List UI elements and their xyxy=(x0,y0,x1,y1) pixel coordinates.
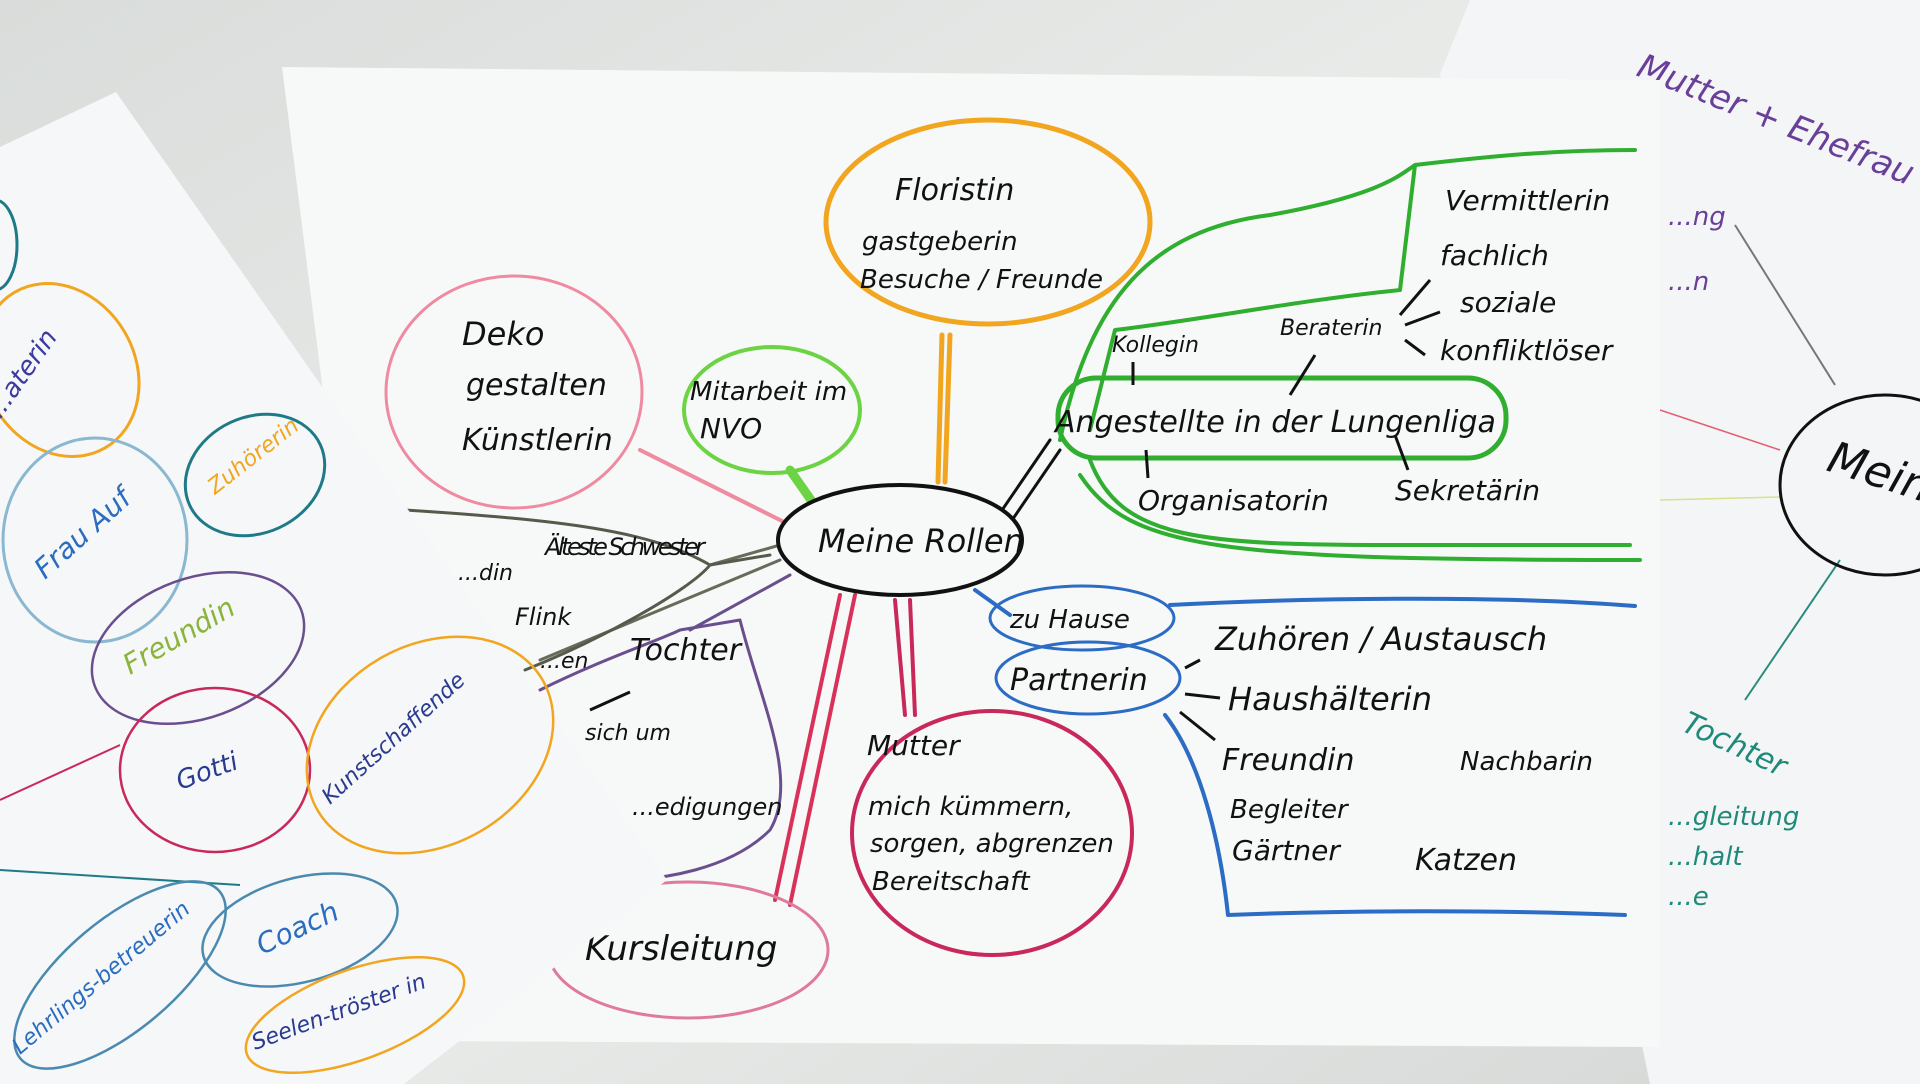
right-fragment: ...ng xyxy=(1668,202,1726,232)
right-fragment: ...n xyxy=(1668,267,1709,297)
lungenliga-soziale: soziale xyxy=(1460,286,1556,319)
mitarbeit-line: NVO xyxy=(700,412,762,445)
mutter-bubble xyxy=(850,709,1134,957)
mutter-title: Mutter xyxy=(867,729,961,762)
center-label: Meine Rollen xyxy=(818,522,1024,560)
schwester-fragment: ...din xyxy=(458,561,513,586)
zuhause-item: Zuhören / Austausch xyxy=(1214,620,1547,658)
zuhause-title: zu Hause xyxy=(1009,605,1130,635)
tochter-branch xyxy=(538,618,783,882)
lungenliga-organisatorin: Organisatorin xyxy=(1138,484,1329,517)
lungenliga-kollegin: Kollegin xyxy=(1112,333,1199,358)
lungenliga-node xyxy=(1055,375,1509,461)
tochter-line: sich um xyxy=(585,721,671,746)
right-center-node xyxy=(1778,393,1920,577)
right-fragment: ...halt xyxy=(1668,842,1743,872)
zuhause-item: Nachbarin xyxy=(1460,747,1593,777)
lungenliga-fachlich: fachlich xyxy=(1440,239,1549,272)
zuhause-branch xyxy=(1163,596,1637,917)
mutter-line: mich kümmern, xyxy=(868,792,1073,822)
deko-bubble xyxy=(384,274,644,510)
floristin-line: Besuche / Freunde xyxy=(860,265,1103,295)
floristin-bubble xyxy=(823,117,1153,327)
kursleitung-label: Kursleitung xyxy=(585,929,777,969)
deko-line: Deko xyxy=(462,315,544,353)
lungenliga-sekretaerin: Sekretärin xyxy=(1395,474,1540,507)
zuhause-item: Freundin xyxy=(1222,743,1354,778)
zuhause-node xyxy=(988,584,1176,652)
mutter-line: sorgen, abgrenzen xyxy=(870,829,1114,859)
mutter-line: Bereitschaft xyxy=(872,867,1030,897)
lungenliga-konfliktloeser: konfliktlöser xyxy=(1440,334,1614,367)
floristin-line: gastgeberin xyxy=(862,227,1018,257)
schwester-fragment: Flink xyxy=(515,603,572,631)
main-paper: Floristin gastgeberin Besuche / Freunde … xyxy=(282,67,1660,1047)
left-paper: ...aterin Frau Auf Zuhörerin Freundin Go… xyxy=(0,92,667,1084)
right-fragment: ...e xyxy=(1668,882,1709,912)
tochter-title: Tochter xyxy=(630,633,743,668)
lungenliga-beraterin: Beraterin xyxy=(1280,316,1382,341)
mitarbeit-line: Mitarbeit im xyxy=(690,377,847,407)
zuhause-item: Gärtner xyxy=(1232,834,1341,867)
center-node xyxy=(776,483,1024,597)
lungenliga-title: Angestellte in der Lungenliga xyxy=(1053,405,1496,440)
tochter-line: ...edigungen xyxy=(632,793,782,821)
mitarbeit-bubble xyxy=(682,345,862,475)
zuhause-item: Begleiter xyxy=(1230,795,1350,825)
lungenliga-vermittlerin: Vermittlerin xyxy=(1445,184,1610,217)
partnerin-node xyxy=(994,640,1182,716)
partnerin-label: Partnerin xyxy=(1010,663,1148,698)
zuhause-item: Haushälterin xyxy=(1228,680,1432,718)
floristin-title: Floristin xyxy=(895,173,1014,208)
schwester-title: Älteste Schwester xyxy=(543,532,707,561)
deko-line: Künstlerin xyxy=(462,423,613,458)
zuhause-item: Katzen xyxy=(1415,843,1517,878)
lungenliga-branch xyxy=(1058,148,1642,562)
right-fragment: ...gleitung xyxy=(1668,802,1799,832)
deko-line: gestalten xyxy=(466,368,607,403)
